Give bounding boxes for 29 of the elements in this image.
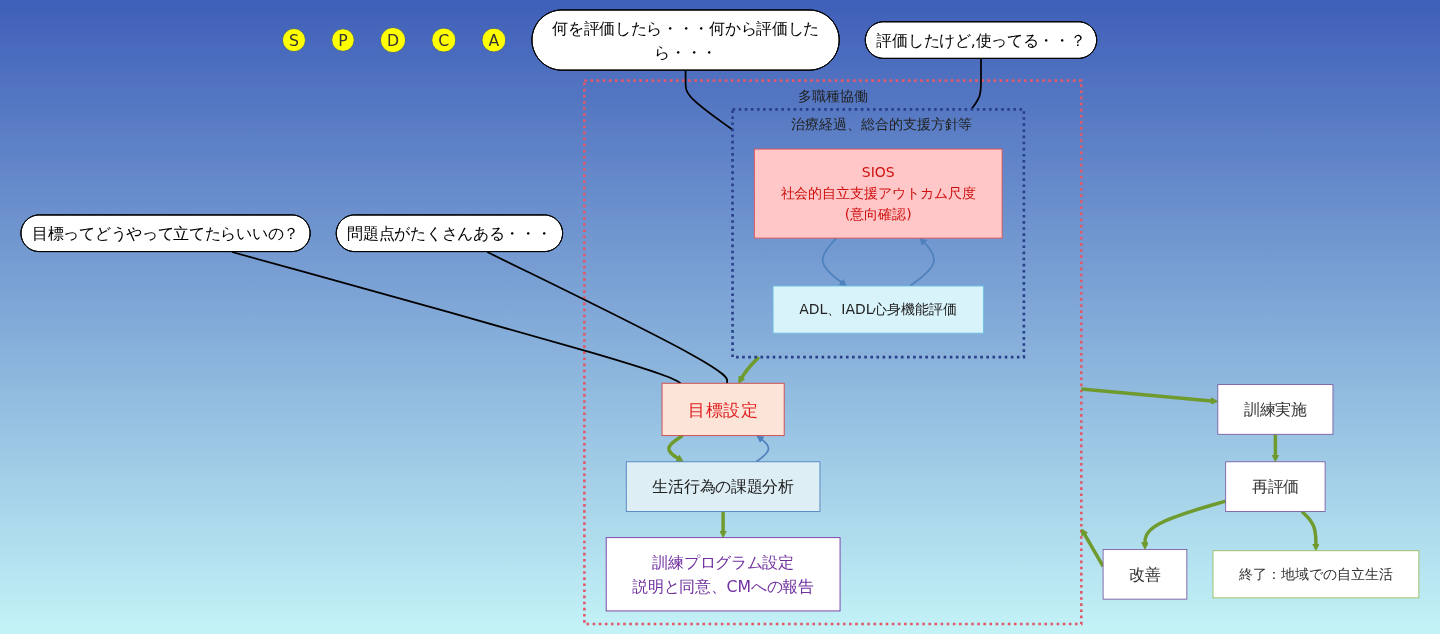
arrow — [1141, 499, 1227, 550]
node-box: 訓練実施 — [1217, 384, 1334, 435]
node-box: 目標設定 — [661, 382, 785, 437]
node-box: 訓練プログラム設定 説明と同意、CMへの報告 — [605, 537, 841, 612]
node-box: 改善 — [1102, 549, 1188, 600]
node-box: 生活行為の課題分析 — [625, 461, 821, 512]
node-circle: D — [380, 27, 407, 54]
node-circle: A — [481, 27, 507, 53]
arrow — [755, 435, 770, 463]
node-circle: C — [431, 27, 457, 53]
arrow — [719, 511, 728, 538]
arrow — [1300, 510, 1320, 552]
arrow — [1271, 434, 1280, 463]
arrow — [738, 355, 761, 384]
arrow — [667, 434, 684, 463]
node-circle: P — [331, 28, 355, 52]
connector — [684, 69, 734, 131]
connector — [231, 251, 682, 385]
node-box: ADL、IADL心身機能評価 — [772, 285, 984, 334]
connector — [970, 57, 982, 111]
node-circle: S — [282, 28, 307, 53]
node-box: SIOS 社会的自立支援アウトカム尺度 (意向確認) — [754, 148, 1003, 239]
arrow — [1081, 387, 1219, 405]
connector — [486, 251, 729, 385]
arrow — [1081, 528, 1105, 568]
arrow — [909, 237, 935, 287]
node-box: 再評価 — [1225, 461, 1326, 512]
node-box: 終了：地域での自立生活 — [1212, 550, 1420, 599]
arrow — [821, 237, 847, 287]
